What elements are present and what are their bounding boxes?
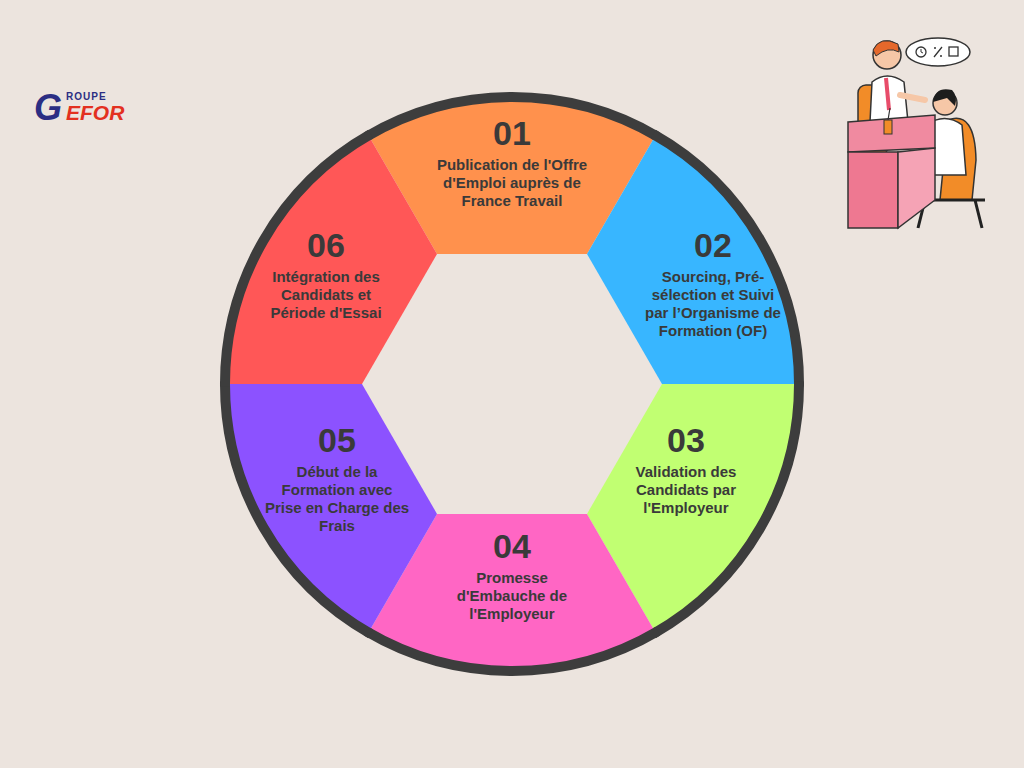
step-label: Début de la Formation avec Prise en Char… bbox=[262, 463, 412, 535]
segment-text: 03Validation des Candidats par l'Employe… bbox=[630, 421, 742, 517]
step-label: Sourcing, Pré-sélection et Suivi par l’O… bbox=[639, 268, 787, 340]
ring-border bbox=[653, 134, 799, 386]
step-number: 02 bbox=[694, 226, 732, 264]
logo-text: ROUPE bbox=[66, 92, 107, 102]
step-number: 06 bbox=[307, 226, 345, 264]
step-number: 05 bbox=[318, 421, 356, 459]
ring-border bbox=[225, 134, 371, 386]
segment-text: 05Début de la Formation avec Prise en Ch… bbox=[262, 421, 412, 535]
logo-text: EFOR bbox=[66, 102, 124, 123]
segment-text: 01Publication de l'Offre d'Emploi auprès… bbox=[427, 114, 597, 210]
ring-border bbox=[366, 631, 657, 671]
step-label: Intégration des Candidats et Période d'E… bbox=[263, 268, 389, 322]
step-label: Publication de l'Offre d'Emploi auprès d… bbox=[427, 156, 597, 210]
ring-segment: 05Début de la Formation avec Prise en Ch… bbox=[220, 384, 437, 637]
ring-segment: 06Intégration des Candidats et Période d… bbox=[220, 131, 437, 385]
step-number: 01 bbox=[493, 114, 531, 152]
step-number: 03 bbox=[667, 421, 705, 459]
ring-segment: 02Sourcing, Pré-sélection et Suivi par l… bbox=[587, 131, 804, 384]
step-label: Validation des Candidats par l'Employeur bbox=[630, 463, 742, 517]
segment-text: 06Intégration des Candidats et Période d… bbox=[263, 226, 389, 322]
logo-text: G bbox=[34, 90, 62, 126]
step-number: 04 bbox=[493, 527, 531, 565]
segment-text: 04Promesse d'Embauche de l'Employeur bbox=[432, 527, 592, 623]
step-label: Promesse d'Embauche de l'Employeur bbox=[432, 569, 592, 623]
segment-text: 02Sourcing, Pré-sélection et Suivi par l… bbox=[639, 226, 787, 340]
